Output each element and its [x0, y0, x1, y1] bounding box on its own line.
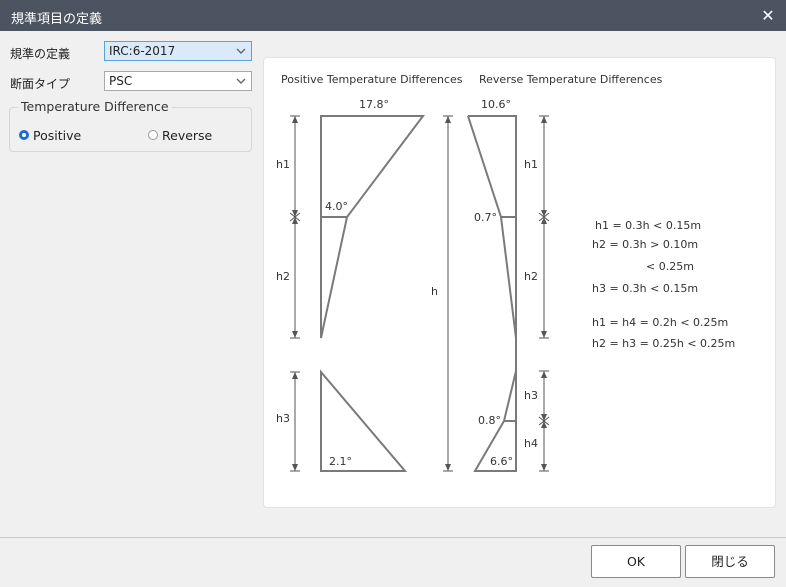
rev-low-temp: 0.8° [478, 414, 501, 427]
rev-h4-label: h4 [524, 437, 538, 450]
footer-divider [0, 537, 786, 538]
pos-h2-label: h2 [276, 270, 290, 283]
rev-h2-label: h2 [524, 270, 538, 283]
formula-line: h1 = h4 = 0.2h < 0.25m [592, 316, 728, 329]
overall-h-label: h [431, 285, 438, 298]
rev-mid-temp: 0.7° [474, 211, 497, 224]
reverse-radio-label: Reverse [162, 128, 213, 143]
pos-h1-label: h1 [276, 158, 290, 171]
group-legend: Temperature Difference [18, 99, 172, 114]
pos-h3-label: h3 [276, 412, 290, 425]
formula-line: < 0.25m [646, 260, 694, 273]
title-bar: 規準項目の定義 ✕ [0, 0, 786, 31]
radio-dot [148, 130, 158, 140]
pos-bottom-temp: 2.1° [329, 455, 352, 468]
close-button[interactable]: 閉じる [685, 545, 775, 578]
reverse-title: Reverse Temperature Differences [479, 73, 663, 86]
formula-line: h2 = 0.3h > 0.10m [592, 238, 698, 251]
ok-button[interactable]: OK [591, 545, 681, 578]
code-label: 規準の定義 [10, 47, 71, 61]
section-type-value: PSC [109, 74, 133, 88]
code-select[interactable]: IRC:6-2017 [104, 41, 252, 61]
formula-line: h3 = 0.3h < 0.15m [592, 282, 698, 295]
rev-h3-label: h3 [524, 389, 538, 402]
rev-top-temp: 10.6° [481, 98, 511, 111]
temperature-diagram: Positive Temperature Differences Reverse… [276, 73, 735, 472]
radio-dot [19, 130, 29, 140]
chevron-down-icon [236, 78, 246, 84]
positive-radio-label: Positive [33, 128, 82, 143]
formula-line: h2 = h3 = 0.25h < 0.25m [592, 337, 735, 350]
section-type-select[interactable]: PSC [104, 71, 252, 91]
section-type-label: 断面タイプ [10, 77, 71, 91]
rev-bottom-temp: 6.6° [490, 455, 513, 468]
diagram-panel: Positive Temperature Differences Reverse… [263, 57, 776, 508]
window-title: 規準項目の定義 [11, 12, 103, 27]
code-select-value: IRC:6-2017 [109, 44, 176, 58]
rev-h1-label: h1 [524, 158, 538, 171]
positive-title: Positive Temperature Differences [281, 73, 463, 86]
pos-mid-temp: 4.0° [325, 200, 348, 213]
pos-top-temp: 17.8° [359, 98, 389, 111]
formula-line: h1 = 0.3h < 0.15m [595, 219, 701, 232]
temperature-difference-group: Temperature Difference Positive Reverse [9, 99, 252, 152]
close-icon[interactable]: ✕ [761, 6, 775, 25]
chevron-down-icon [236, 48, 246, 54]
